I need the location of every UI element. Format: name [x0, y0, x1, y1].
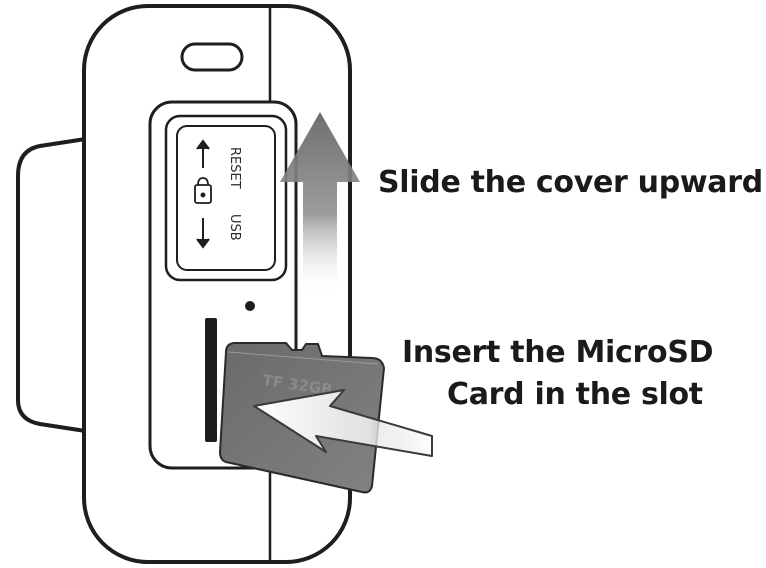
indicator-dot [245, 301, 255, 311]
reset-label: RESET [227, 147, 242, 189]
microsd-slot [205, 318, 217, 442]
usb-label: USB [227, 214, 242, 241]
top-button [180, 42, 244, 72]
slide-up-arrow-icon [280, 112, 360, 296]
lock-icon [194, 177, 212, 204]
caption-insert-card-line1: Insert the MicroSD [402, 335, 714, 370]
mount-bracket [16, 136, 93, 434]
port-cover-inner [176, 125, 276, 271]
caption-slide-cover: Slide the cover upward [378, 165, 763, 200]
caption-insert-card-line2: Card in the slot [447, 377, 703, 412]
down-arrow-icon [196, 218, 210, 249]
insert-left-arrow-icon [253, 389, 433, 457]
up-arrow-icon [196, 139, 210, 168]
